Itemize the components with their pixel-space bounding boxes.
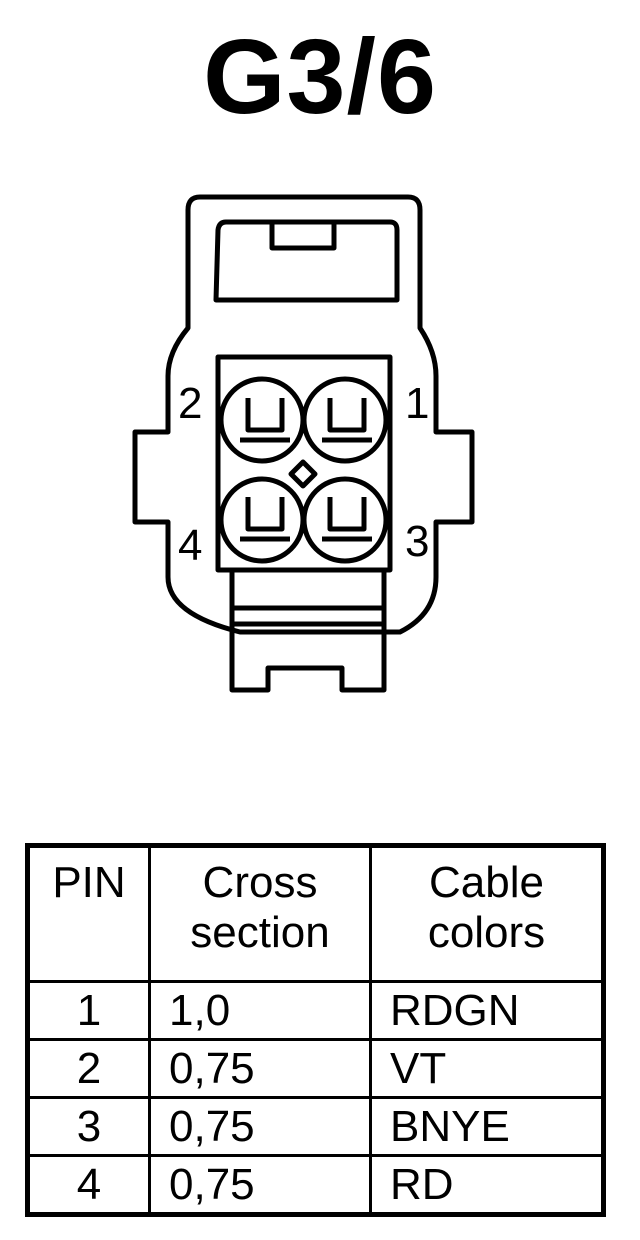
cable-color-cell: VT	[369, 1038, 605, 1099]
table-row: 3 0,75 BNYE	[26, 1096, 605, 1157]
pin-cell: 4	[26, 1154, 151, 1216]
pin-1-pad	[301, 376, 389, 464]
cross-section-cell: 0,75	[148, 1038, 372, 1099]
cross-section-cell: 0,75	[148, 1096, 372, 1157]
pin-label-3: 3	[405, 517, 429, 566]
connector-diagram: 2 1 4 3	[132, 194, 475, 693]
pin-header: PIN	[26, 844, 151, 983]
pin-3-pad	[301, 476, 389, 564]
cross-section-cell: 1,0	[148, 980, 372, 1041]
pin-4-terminal	[240, 497, 290, 542]
table-row: 2 0,75 VT	[26, 1038, 605, 1099]
pin-2-pad	[218, 376, 306, 464]
pin-label-1: 1	[405, 379, 429, 428]
pin-1-terminal	[322, 398, 372, 443]
pin-cell: 2	[26, 1038, 151, 1099]
pin-cell: 1	[26, 980, 151, 1041]
cable-color-cell: RDGN	[369, 980, 605, 1041]
bottom-guide	[229, 570, 387, 693]
connector-title: G3/6	[203, 18, 437, 136]
latch-outline	[213, 219, 400, 303]
pin-3-terminal	[322, 497, 372, 542]
connector-housing-outline	[132, 194, 475, 635]
latch-tab	[269, 219, 337, 251]
cable-color-cell: BNYE	[369, 1096, 605, 1157]
center-key-diamond	[288, 459, 318, 489]
table-row: 1 1,0 RDGN	[26, 980, 605, 1041]
pin-cell: 3	[26, 1096, 151, 1157]
table-row: 4 0,75 RD	[26, 1154, 605, 1216]
cable-color-cell: RD	[369, 1154, 605, 1216]
terminal-cavity	[215, 354, 393, 573]
pin-label-4: 4	[178, 521, 202, 570]
pin-2-terminal	[240, 398, 290, 443]
pin-4-pad	[218, 476, 306, 564]
cross-section-cell: 0,75	[148, 1154, 372, 1216]
pin-label-2: 2	[178, 379, 202, 428]
